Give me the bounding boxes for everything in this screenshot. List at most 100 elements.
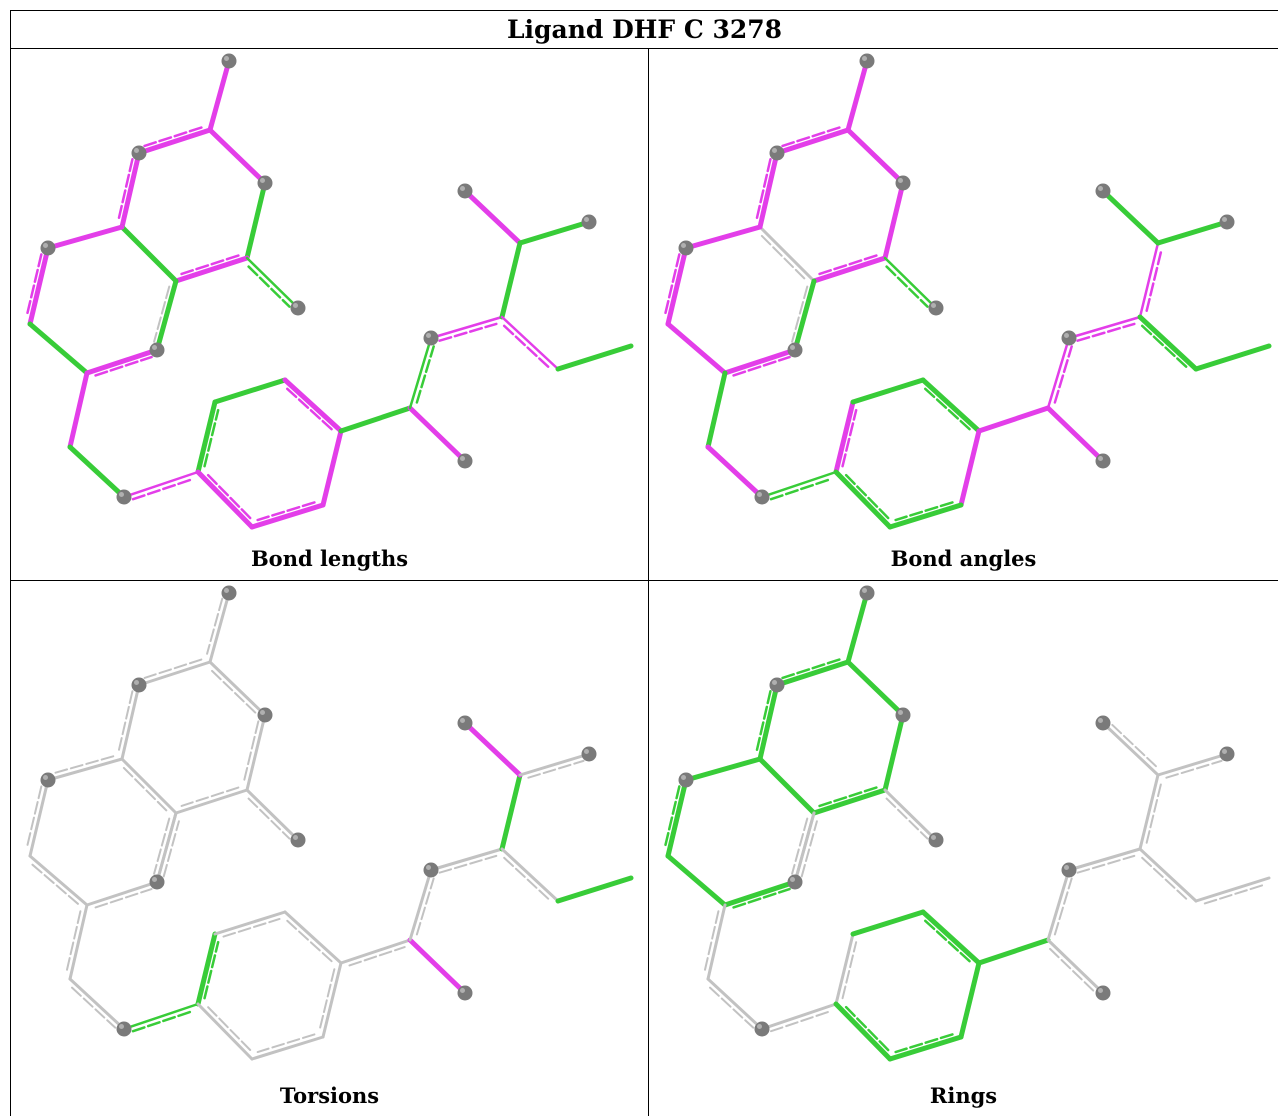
bond-line [119,224,179,284]
row-divider [10,580,1278,581]
atom-highlight [426,865,431,870]
bond-line [758,225,816,283]
bond-dash-line [800,820,818,878]
bond-dash-line [923,387,972,431]
bond-dash-line [1076,322,1136,342]
bond-line [1155,219,1230,246]
bond-dash-line [94,888,153,909]
atom-highlight [1098,456,1103,461]
panel-caption: Torsions [279,1083,380,1108]
bond-line [339,938,412,965]
bond-line [705,444,765,500]
bond-dash-line [791,817,809,875]
atom-sphere [895,707,911,723]
bond-dash-line [131,1009,194,1033]
bond-line [429,315,504,340]
bond-dash-line [843,472,890,520]
bond-line [757,682,780,762]
atom-highlight [1064,865,1069,870]
bond-dash-line [1203,884,1265,905]
atom-sphere [769,145,785,161]
atom-sphere [457,715,473,731]
bond-dash-line [885,265,929,308]
atom-highlight [260,710,265,715]
bond-line [321,961,343,1039]
bond-dash-line [25,253,43,317]
bond-dash-line [143,658,203,679]
bond-line [499,772,523,852]
bond-line [834,932,855,1006]
atom-highlight [1098,186,1103,191]
bond-dash-line [791,285,809,343]
bond-line [174,788,249,815]
bond-line [792,278,817,353]
bond-line [85,880,159,907]
bond-line [518,752,591,777]
atom-highlight [293,835,298,840]
bond-line [1045,405,1106,464]
bond-line [555,343,634,372]
bond-line [850,377,926,405]
bond-dash-line [760,234,807,281]
bond-line [245,713,267,792]
bond-line [27,321,90,376]
atom-highlight [898,710,903,715]
bond-line [958,960,982,1040]
bond-line [1138,773,1160,851]
bond-line [958,428,982,508]
bond-dash-line [1165,759,1223,779]
atom-sphere [1219,214,1235,230]
bond-line [665,321,728,376]
bond-line [774,659,851,688]
bond-dash-line [242,720,260,783]
atom-sphere [131,145,147,161]
bond-dash-line [781,658,841,680]
bond-dash-line [247,265,291,308]
bond-line [1194,876,1271,903]
atom-highlight [681,243,686,248]
bond-line [845,590,870,665]
atom-sphere [1061,862,1077,878]
bond-line [705,370,728,450]
atom-sphere [787,874,803,890]
atom-sphere [928,300,944,316]
bond-dash-line [71,986,117,1029]
bond-dash-line [117,158,134,220]
bond-line [1137,314,1199,372]
atom-highlight [584,217,589,222]
bond-line [845,58,870,133]
bond-dash-line [923,919,972,963]
bond-line [882,180,906,261]
bond-line [119,150,142,230]
bond-dash-line [180,786,240,807]
bond-dash-line [162,820,180,878]
panel-rings: Rings [649,581,1278,1116]
bond-line [774,127,851,156]
bond-line [120,757,178,815]
atom-sphere [457,453,473,469]
bond-line [408,868,433,942]
atom-sphere [40,240,56,256]
atom-sphere [116,1021,132,1037]
bond-line [887,1034,964,1062]
atom-highlight [1222,749,1227,754]
atom-highlight [931,303,936,308]
atom-sphere [257,175,273,191]
atom-sphere [859,53,875,69]
bond-line [137,660,212,687]
atom-highlight [772,148,777,153]
bond-dash-line [663,785,681,849]
atom-highlight [43,775,48,780]
bond-line [1067,315,1142,340]
bond-line [122,1002,200,1031]
bond-line [154,278,179,353]
bond-line [555,875,634,904]
atom-highlight [260,178,265,183]
atom-highlight [119,492,124,497]
atom-highlight [134,680,139,685]
bond-dash-line [205,472,252,520]
bond-line [845,659,906,718]
molecule-svg [663,585,1271,1062]
bond-line [429,847,504,872]
